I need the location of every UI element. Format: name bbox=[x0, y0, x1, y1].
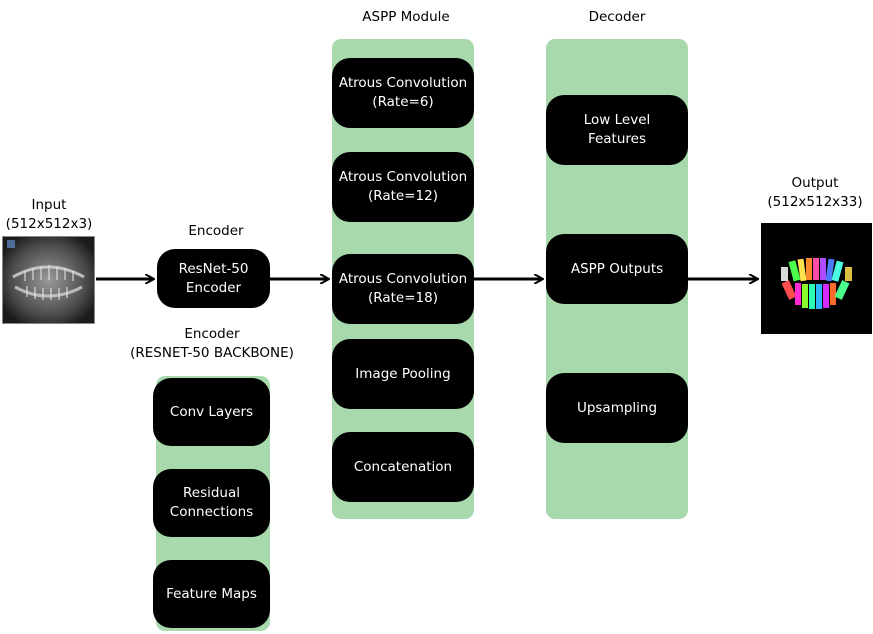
backbone-residual-connections-node: Residual Connections bbox=[153, 469, 270, 537]
encoder-title: Encoder bbox=[188, 223, 244, 239]
output-image bbox=[761, 223, 872, 334]
input-size: (512x512x3) bbox=[5, 216, 93, 232]
aspp-atrous-rate6-node: Atrous Convolution (Rate=6) bbox=[332, 58, 474, 128]
dental-xray-icon bbox=[3, 237, 94, 323]
backbone-subtitle: (RESNET-50 BACKBONE) bbox=[130, 345, 294, 361]
segmentation-mask-icon bbox=[781, 258, 852, 309]
aspp-title: ASPP Module bbox=[362, 9, 450, 25]
backbone-title: Encoder bbox=[184, 326, 240, 342]
input-title: Input bbox=[31, 197, 67, 213]
output-title: Output bbox=[791, 175, 839, 191]
decoder-low-level-features-node: Low Level Features bbox=[546, 95, 688, 165]
aspp-concatenation-node: Concatenation bbox=[332, 432, 474, 502]
aspp-atrous-rate12-node: Atrous Convolution (Rate=12) bbox=[332, 152, 474, 222]
aspp-atrous-rate18-node: Atrous Convolution (Rate=18) bbox=[332, 254, 474, 324]
decoder-aspp-outputs-node: ASPP Outputs bbox=[546, 234, 688, 304]
aspp-image-pooling-node: Image Pooling bbox=[332, 339, 474, 409]
input-image bbox=[2, 236, 95, 324]
output-size: (512x512x33) bbox=[767, 194, 863, 210]
decoder-upsampling-node: Upsampling bbox=[546, 373, 688, 443]
backbone-feature-maps-node: Feature Maps bbox=[153, 560, 270, 628]
decoder-title: Decoder bbox=[588, 9, 646, 25]
backbone-conv-layers-node: Conv Layers bbox=[153, 378, 270, 446]
resnet50-encoder-node: ResNet-50 Encoder bbox=[157, 249, 270, 308]
